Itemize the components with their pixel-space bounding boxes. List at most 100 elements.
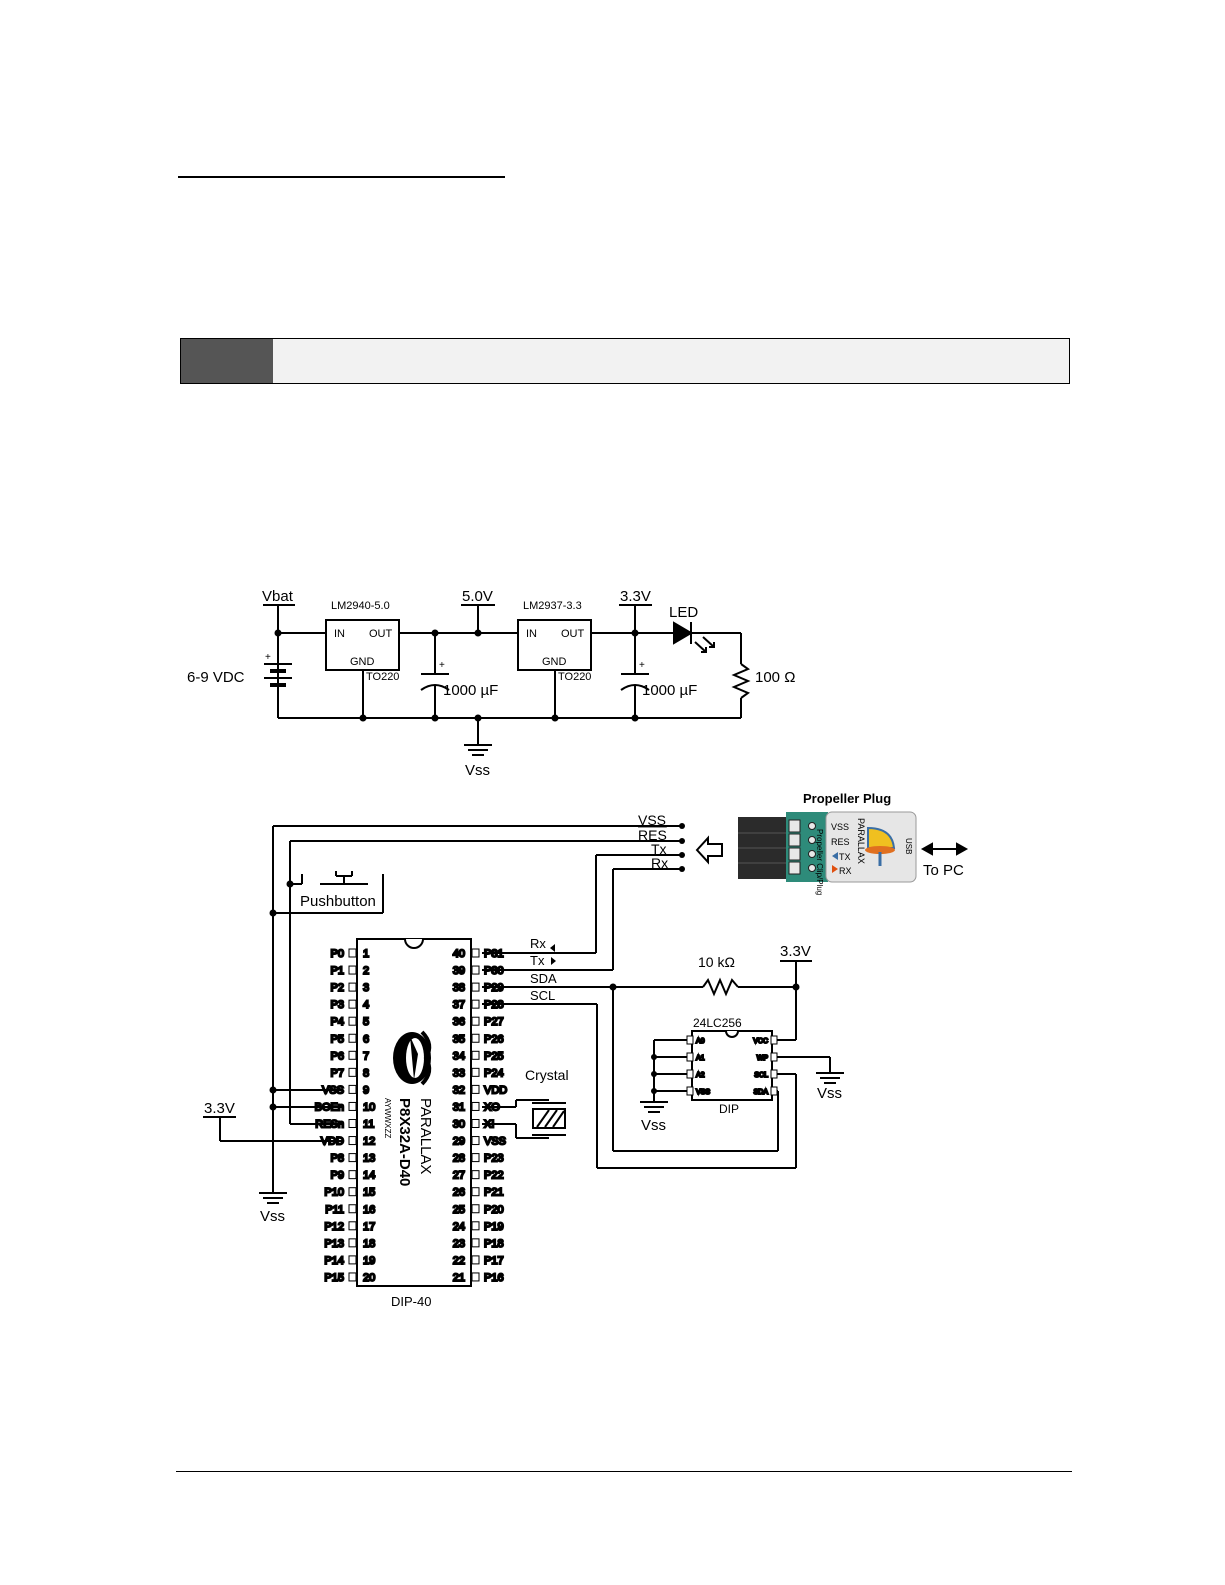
chip-pin-left: P5 6 bbox=[330, 1032, 371, 1046]
vbat-label: Vbat bbox=[262, 588, 294, 605]
cap1-value: 1000 µF bbox=[443, 682, 498, 699]
eeprom-pin-left: A0 bbox=[686, 1035, 706, 1046]
eeprom-supply-label: 3.3V bbox=[780, 943, 811, 960]
tx-label: Tx bbox=[530, 953, 545, 968]
cap1-plus: + bbox=[439, 660, 445, 671]
header-rule bbox=[178, 176, 505, 178]
reg2-out: OUT bbox=[561, 628, 585, 640]
crystal-label: Crystal bbox=[525, 1067, 569, 1083]
chip-pin-label: P5 bbox=[331, 1033, 344, 1045]
chip-pin-number: 12 bbox=[363, 1136, 375, 1148]
ground-power bbox=[464, 744, 492, 756]
wire-res-label: RES bbox=[638, 827, 667, 843]
supply-33v-label: 3.3V bbox=[204, 1100, 235, 1117]
chip-pin-label: P19 bbox=[484, 1221, 504, 1233]
chip-pin-label: P8 bbox=[331, 1153, 344, 1165]
capacitor-c2 bbox=[620, 673, 650, 691]
chip-pin-label: P11 bbox=[325, 1204, 344, 1216]
chip-pin-label: P29 bbox=[484, 982, 504, 994]
chip-pin-number: 10 bbox=[363, 1101, 375, 1113]
chip-pin-label: P21 bbox=[484, 1187, 504, 1199]
chip-pin-number: 17 bbox=[363, 1221, 375, 1233]
to-pc-label: To PC bbox=[923, 862, 964, 879]
to-pc-arrow bbox=[920, 842, 969, 856]
pullup-label: 10 kΩ bbox=[698, 954, 735, 970]
chip-pin-left: BOEn 10 bbox=[314, 1100, 377, 1114]
chip-pin-label: P15 bbox=[324, 1272, 344, 1284]
chip-pin-number: 3 bbox=[363, 982, 369, 994]
reg2-pkg: TO220 bbox=[558, 671, 591, 683]
chip-pin-label: P10 bbox=[324, 1187, 344, 1199]
chip-pin-number: 38 bbox=[453, 982, 465, 994]
chip-pin-left: P14 19 bbox=[323, 1254, 376, 1268]
eeprom-pin-label: SCL bbox=[754, 1072, 768, 1079]
chip-pin-label: P31 bbox=[484, 948, 504, 960]
chip-pin-right: 24 P19 bbox=[452, 1220, 505, 1234]
resistor-label: 100 Ω bbox=[755, 669, 795, 686]
eeprom-package: DIP bbox=[719, 1102, 739, 1116]
chip-pin-number: 20 bbox=[363, 1272, 375, 1284]
chip-pin-label: P26 bbox=[484, 1033, 504, 1045]
reg1-in: IN bbox=[334, 628, 345, 640]
chip-pin-number: 32 bbox=[453, 1084, 465, 1096]
battery-voltage-label: 6-9 VDC bbox=[187, 669, 245, 686]
eeprom-pin-left: A1 bbox=[686, 1052, 706, 1063]
chip-pin-number: 18 bbox=[363, 1238, 375, 1250]
cap2-plus: + bbox=[639, 660, 645, 671]
chip-pin-left: P15 20 bbox=[323, 1271, 376, 1285]
chip-name: P8X32A-D40 bbox=[396, 1098, 413, 1186]
cap2-value: 1000 µF bbox=[642, 682, 697, 699]
chip-pin-label: P9 bbox=[331, 1170, 344, 1182]
chip-pin-label: BOEn bbox=[315, 1101, 344, 1113]
chip-pin-number: 14 bbox=[363, 1170, 375, 1182]
rail-33v: 3.3V bbox=[620, 588, 651, 605]
signal-wires bbox=[203, 825, 831, 1193]
chip-pin-number: 19 bbox=[363, 1255, 375, 1267]
eeprom-pin-label: SDA bbox=[754, 1089, 769, 1096]
plug-side-label: Propeller Clip/Plug bbox=[815, 829, 824, 895]
chip-pin-label: P22 bbox=[484, 1170, 504, 1182]
chip-pin-number: 30 bbox=[453, 1119, 465, 1131]
chip-pin-label: P7 bbox=[331, 1067, 344, 1079]
ground-eeprom-right bbox=[816, 1072, 844, 1084]
sda-label: SDA bbox=[530, 971, 557, 986]
chip-pin-number: 24 bbox=[453, 1221, 465, 1233]
junction-dots bbox=[269, 629, 800, 1111]
reg2-gnd: GND bbox=[542, 656, 567, 668]
chip-pin-number: 9 bbox=[363, 1084, 369, 1096]
chip-pin-number: 8 bbox=[363, 1067, 369, 1079]
chip-pin-number: 6 bbox=[363, 1033, 369, 1045]
chip-pin-number: 15 bbox=[363, 1187, 375, 1199]
chip-pin-label: P14 bbox=[324, 1255, 344, 1267]
chip-pin-number: 4 bbox=[363, 999, 369, 1011]
eeprom-pin-right: SCL bbox=[753, 1069, 778, 1080]
capacitor-c1 bbox=[420, 673, 450, 691]
chip-pin-label: P20 bbox=[484, 1204, 504, 1216]
chip-pin-label: P6 bbox=[331, 1050, 344, 1062]
chip-pin-left: P7 8 bbox=[330, 1066, 371, 1080]
plug-title: Propeller Plug bbox=[803, 791, 891, 806]
chip-pin-label: P30 bbox=[484, 965, 504, 977]
chip-pin-number: 29 bbox=[453, 1136, 465, 1148]
chip-brand: PARALLAX bbox=[417, 1098, 434, 1174]
reg2-in: IN bbox=[526, 628, 537, 640]
